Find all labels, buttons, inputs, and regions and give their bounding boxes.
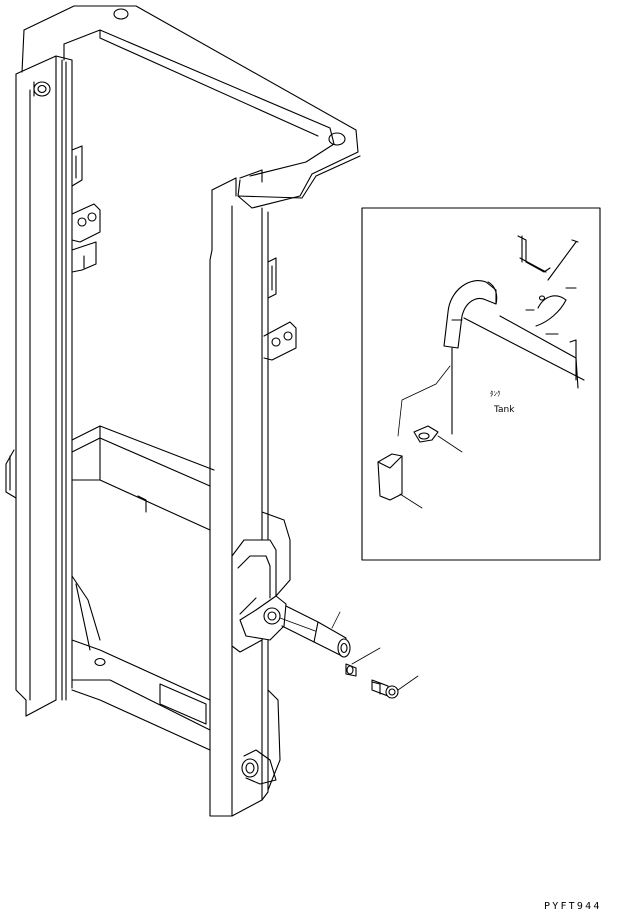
exploded-pin-assembly	[279, 605, 419, 699]
upper-crossbeam	[21, 5, 361, 209]
lower-crossbeam	[71, 425, 215, 751]
drawing-code: PYFT944	[544, 901, 602, 912]
left-rail-brackets	[71, 145, 101, 273]
lower-pin	[241, 749, 277, 785]
tank-label-jp: ﾀﾝｸ	[490, 390, 501, 398]
detail-inset: ﾀﾝｸ Tank	[361, 207, 601, 561]
right-upright-rail	[209, 177, 281, 817]
right-rail-brackets	[263, 257, 297, 361]
tank-label-en: Tank	[493, 405, 515, 415]
left-upright-rail	[5, 55, 73, 717]
hinge-bracket	[231, 511, 291, 653]
